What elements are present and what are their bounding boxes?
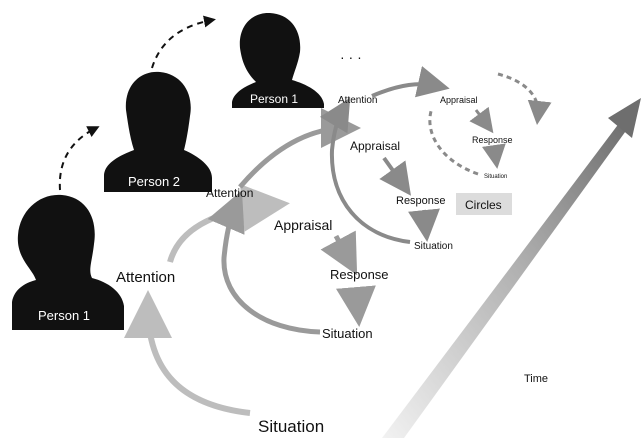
person-2-label: Person 2: [128, 174, 180, 189]
person-1-back-silhouette: [232, 12, 324, 108]
person-1-back-label: Person 1: [250, 92, 298, 106]
time-label: Time: [524, 373, 548, 385]
loop-1-situation: Situation: [258, 417, 324, 436]
loop-1-attention: Attention: [116, 269, 175, 286]
loop-4-appraisal: Appraisal: [440, 95, 478, 105]
loop-3-appraisal: Appraisal: [350, 139, 400, 153]
loop-1-arrows: [124, 183, 290, 416]
loop-2-response: Response: [330, 267, 389, 282]
person-1-front-label: Person 1: [38, 308, 90, 323]
loop-2-appraisal: Appraisal: [274, 217, 332, 233]
loop-3-arrows: [319, 66, 450, 244]
time-arrow: [382, 98, 641, 438]
loop-2-attention: Attention: [206, 186, 253, 200]
loop-3-situation: Situation: [414, 241, 453, 252]
loop-3-response: Response: [396, 195, 446, 207]
circles-badge-bg: [456, 193, 512, 215]
loop-4-situation: Situation: [484, 174, 507, 180]
dashed-arrow-2-to-1: [151, 15, 216, 69]
loop-3-attention: Attention: [338, 95, 377, 106]
person-2-silhouette: [104, 71, 212, 192]
ellipsis: · · ·: [340, 49, 362, 65]
dashed-arrow-1-to-2: [58, 126, 100, 191]
loop-4-response: Response: [472, 135, 513, 145]
person-1-front-silhouette: [12, 194, 124, 330]
loop-4-arrows: [428, 72, 552, 176]
circles-badge: Circles: [465, 198, 502, 212]
loop-2-situation: Situation: [322, 326, 373, 341]
